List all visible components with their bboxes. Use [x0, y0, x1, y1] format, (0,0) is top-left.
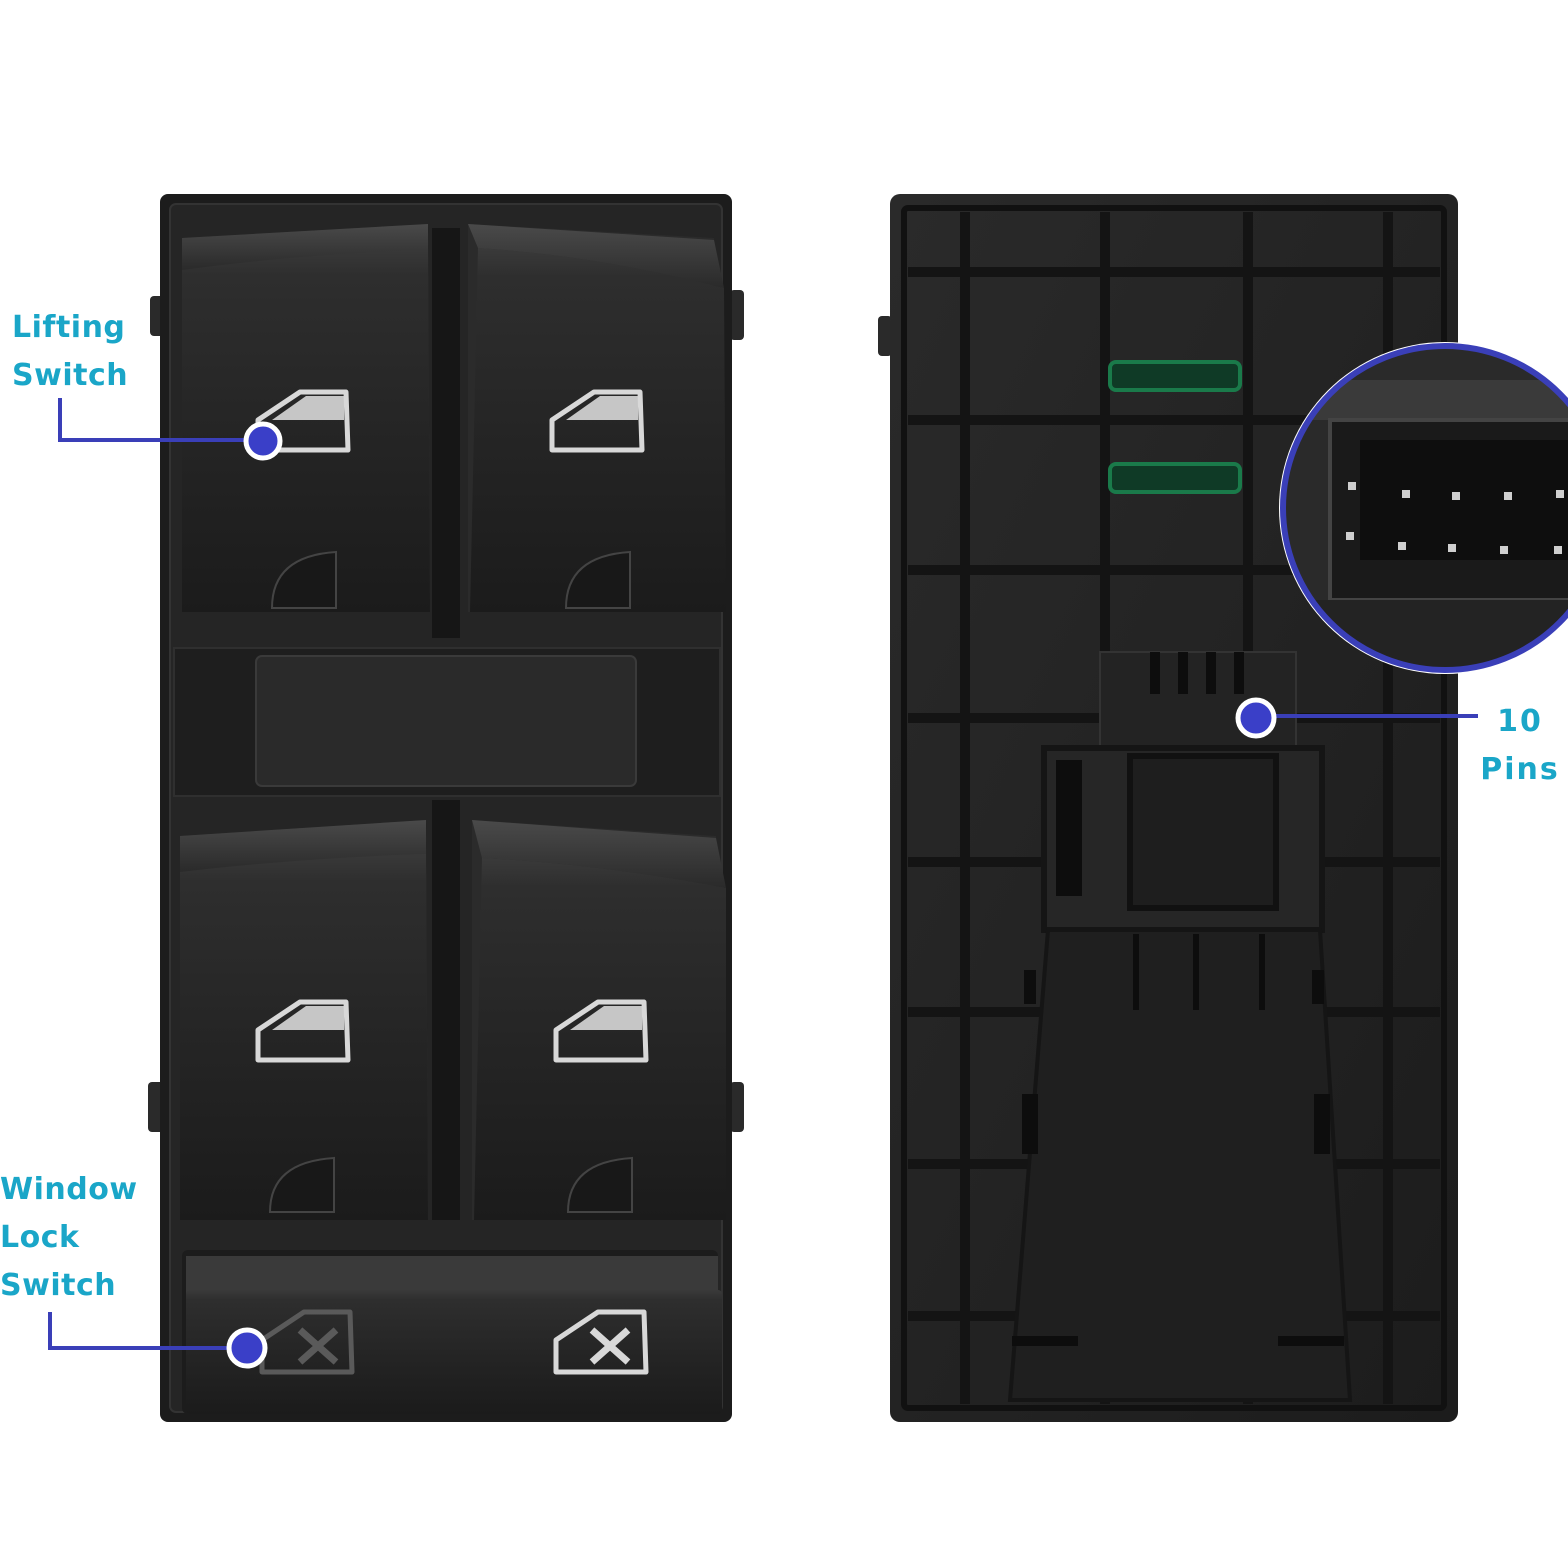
connector-housing [1007, 651, 1353, 1402]
window-lock-switch-label-line3: Switch [0, 1268, 117, 1303]
window-switch-front-left[interactable] [182, 224, 430, 612]
lifting-switch-label-line1: Lifting [12, 310, 126, 345]
callout-lifting-switch [58, 398, 283, 461]
callout-10-pins [1235, 697, 1478, 739]
car-door-window-icon [255, 389, 649, 1063]
window-lock-switch-label-line1: Window [0, 1172, 138, 1207]
pins-label: 10 Pins [1480, 698, 1560, 794]
connector-pins-zoom [1279, 342, 1568, 674]
pins-label-text: Pins [1480, 752, 1560, 787]
callout-window-lock-switch [48, 1312, 268, 1369]
center-blank-plate [173, 647, 721, 797]
lifting-switch-label: Lifting Switch [12, 304, 128, 400]
window-lock-switch-label: Window Lock Switch [0, 1166, 138, 1310]
window-lock-switch-bar[interactable] [182, 1250, 722, 1414]
car-door-window-lock-icon [259, 1309, 649, 1375]
lifting-switch-label-line2: Switch [12, 358, 129, 393]
switch-back-panel [878, 194, 1568, 1422]
pins-label-count: 10 [1497, 704, 1543, 739]
switch-front-panel [148, 194, 744, 1422]
window-lock-switch-label-line2: Lock [0, 1220, 80, 1255]
